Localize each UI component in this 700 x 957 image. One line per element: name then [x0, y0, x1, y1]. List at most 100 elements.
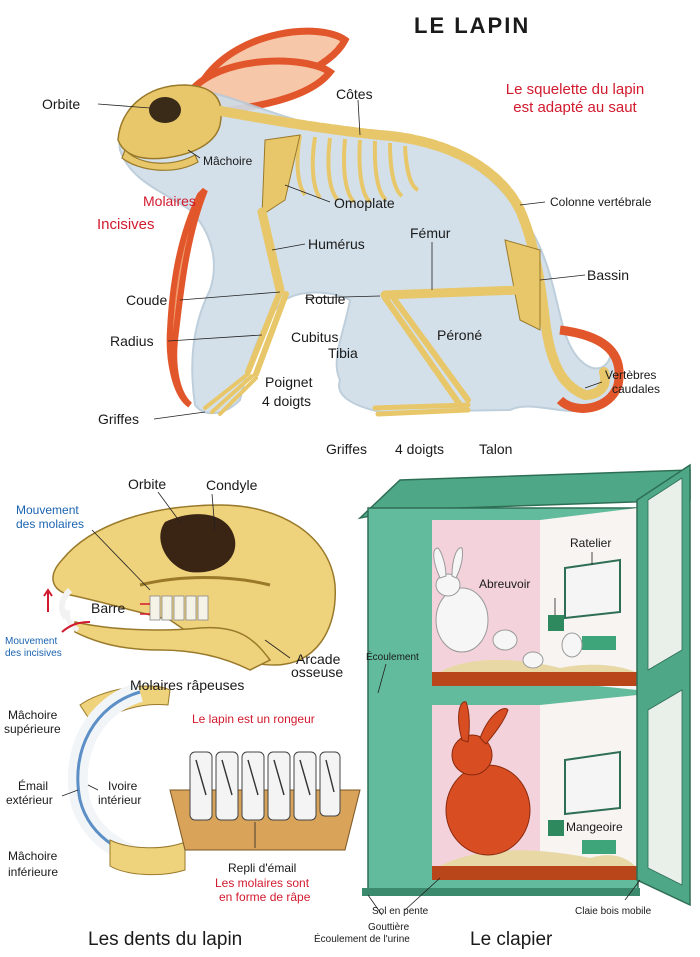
label-mangeoire: Mangeoire — [566, 820, 623, 834]
hutch-figure — [357, 463, 691, 916]
label-poignet: Poignet — [265, 374, 313, 390]
skeleton-tibia — [382, 293, 471, 408]
incisor-leader-lines — [61, 784, 99, 797]
skull-cranium — [52, 504, 336, 666]
hutch-lower-rack — [564, 750, 621, 816]
label-vertebres: Vertèbres — [605, 368, 657, 382]
label-repli-email: Repli d'émail — [228, 861, 297, 875]
white-rabbits — [433, 547, 583, 669]
page-title: LE LAPIN — [414, 13, 531, 38]
molar-motion-arrows — [140, 603, 150, 615]
label-ecoulement-urine: Écoulement de l'urine — [314, 934, 410, 945]
skull-lower-incisor — [65, 609, 80, 633]
label-abreuvoir: Abreuvoir — [479, 577, 531, 591]
label-griffes-avant: Griffes — [98, 411, 139, 427]
label-mouvement-molaires-1: Mouvement — [16, 503, 79, 517]
label-molaires-rapeuses: Molaires râpeuses — [130, 677, 245, 693]
label-rotule: Rotule — [305, 291, 346, 307]
hutch-lower-floor — [432, 866, 637, 880]
skeleton-humerus — [257, 207, 285, 295]
hutch-food-trough — [548, 820, 564, 836]
label-arcade: Arcade — [296, 651, 341, 667]
subtitle-line-2: est adapté au saut — [513, 99, 637, 116]
lower-jaw-bone — [109, 839, 186, 876]
label-condyle: Condyle — [206, 477, 258, 493]
hutch-water-bowl — [548, 615, 564, 631]
label-osseuse: osseuse — [291, 664, 344, 680]
label-bassin: Bassin — [587, 267, 630, 283]
hutch-door-mesh-lower — [647, 689, 683, 886]
molar-enamel-folds — [195, 759, 335, 796]
molar-block-figure — [169, 751, 361, 851]
hutch-leader-lines — [367, 552, 641, 916]
label-ivoire-2: intérieur — [98, 793, 142, 807]
incisor-motion-arrow-2 — [61, 621, 91, 633]
hutch-door-mesh-upper — [647, 477, 683, 671]
skull-leader-lines — [91, 491, 291, 659]
label-skull-orbite: Orbite — [128, 476, 167, 492]
skeleton-spine — [210, 105, 610, 401]
incisor-motion-arrow — [43, 588, 53, 612]
subtitle-line-1: Le squelette du lapin — [505, 81, 645, 98]
label-coude: Coude — [126, 292, 168, 308]
skeleton-jaw — [121, 148, 199, 171]
label-radius: Radius — [110, 333, 154, 349]
label-caudales: caudales — [612, 382, 661, 396]
label-machoire-sup-2: supérieure — [4, 722, 61, 736]
label-4-doigts-avant: 4 doigts — [262, 393, 312, 409]
incisor-curve — [67, 682, 166, 872]
caption-dents: Les dents du lapin — [88, 929, 243, 950]
label-humerus: Humérus — [308, 236, 365, 252]
label-ivoire-1: Ivoire — [108, 779, 138, 793]
rabbit-tail-skin — [556, 325, 624, 413]
skull-upper-incisor — [58, 587, 73, 620]
brown-rabbit — [445, 701, 531, 856]
label-molaires-forme-2: en forme de râpe — [219, 890, 311, 904]
hutch-gutter — [362, 888, 640, 896]
label-cotes: Côtes — [336, 86, 373, 102]
label-cubitus: Cubitus — [291, 329, 339, 345]
label-email-1: Émail — [18, 779, 49, 793]
label-perone: Péroné — [437, 327, 483, 343]
label-ratelier: Ratelier — [570, 536, 612, 550]
label-lapin-rongeur: Le lapin est un rongeur — [192, 712, 315, 726]
label-orbite: Orbite — [42, 96, 81, 112]
hutch-trough-upper — [582, 636, 616, 650]
caption-clapier: Le clapier — [470, 929, 553, 950]
label-molaires-forme-1: Les molaires sont — [215, 876, 310, 890]
skeleton-orbit — [149, 97, 181, 123]
label-mouvement-incisives-2: des incisives — [5, 648, 62, 659]
skull-molars — [149, 595, 209, 621]
label-barre: Barre — [91, 600, 126, 616]
label-gouttiere: Gouttière — [368, 922, 410, 933]
skull-figure — [43, 491, 336, 671]
skeleton-femur — [380, 285, 525, 300]
label-mouvement-molaires-2: des molaires — [16, 517, 85, 531]
label-talon: Talon — [479, 441, 513, 457]
hutch-upper-floor — [432, 672, 637, 686]
label-griffes-arriere: Griffes — [326, 441, 367, 457]
label-tibia: Tibia — [328, 345, 358, 361]
rabbit-front-leg-skin — [166, 187, 208, 408]
molar-teeth — [189, 751, 341, 821]
skeleton-hind-foot — [372, 402, 471, 417]
label-machoire-sup-1: Mâchoire — [8, 708, 58, 722]
label-machoire-inf-1: Mâchoire — [8, 849, 58, 863]
rabbit-skeleton-figure — [97, 27, 624, 420]
skull-orbit — [160, 514, 236, 573]
label-ecoulement: Écoulement — [366, 652, 419, 663]
label-machoire-inf-2: inférieure — [8, 865, 59, 879]
label-mouvement-incisives-1: Mouvement — [5, 636, 58, 647]
skeleton-scapula — [261, 134, 301, 216]
label-omoplate: Omoplate — [334, 195, 395, 211]
label-4-doigts-arriere: 4 doigts — [395, 441, 445, 457]
label-sol-en-pente: Sol en pente — [372, 906, 429, 917]
hutch-trough-lower — [582, 840, 616, 854]
label-machoire: Mâchoire — [203, 154, 253, 168]
skeleton-leader-lines — [97, 99, 603, 420]
label-incisives: Incisives — [97, 216, 155, 233]
label-molaires: Molaires — [143, 193, 196, 209]
label-femur: Fémur — [410, 225, 451, 241]
label-colonne-vertebrale: Colonne vertébrale — [550, 195, 652, 209]
